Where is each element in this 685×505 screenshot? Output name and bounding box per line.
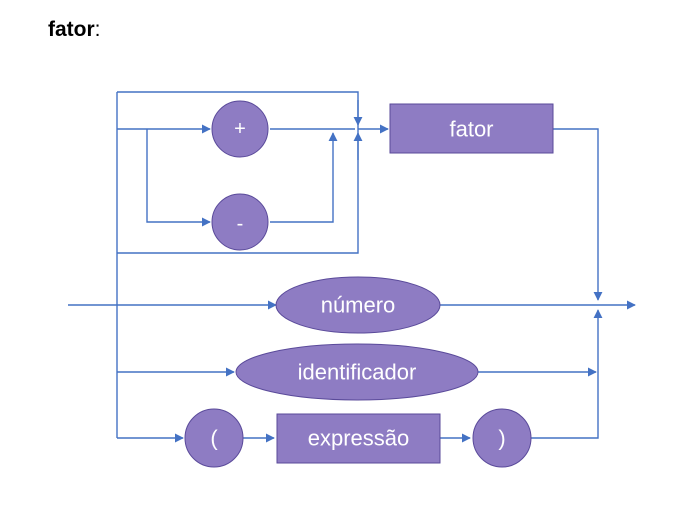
line-from-minus bbox=[270, 132, 338, 223]
node-expressao-label: expressão bbox=[308, 426, 410, 451]
node-minus-label: - bbox=[237, 213, 244, 235]
sign-box-top bbox=[117, 91, 359, 254]
node-numero: número bbox=[275, 276, 441, 334]
node-fator: fator bbox=[389, 103, 554, 154]
node-fator-label: fator bbox=[449, 117, 493, 142]
node-open-paren-label: ( bbox=[210, 426, 218, 451]
node-close-paren: ) bbox=[472, 408, 532, 468]
line-from-close-paren bbox=[530, 309, 603, 439]
title-term: fator bbox=[48, 18, 95, 41]
line-from-fator bbox=[553, 128, 603, 301]
connector-lines bbox=[68, 91, 636, 443]
title-colon: : bbox=[94, 18, 101, 41]
node-identificador: identificador bbox=[235, 343, 479, 401]
node-open-paren: ( bbox=[184, 408, 244, 468]
line-to-minus bbox=[146, 129, 211, 227]
node-expressao: expressão bbox=[276, 413, 441, 464]
node-minus: - bbox=[211, 193, 269, 251]
node-numero-label: número bbox=[321, 293, 396, 318]
node-plus-label: + bbox=[234, 118, 246, 140]
node-identificador-label: identificador bbox=[298, 360, 417, 385]
node-close-paren-label: ) bbox=[498, 426, 505, 451]
node-plus: + bbox=[211, 100, 269, 158]
diagram-title: fator: bbox=[48, 18, 101, 42]
